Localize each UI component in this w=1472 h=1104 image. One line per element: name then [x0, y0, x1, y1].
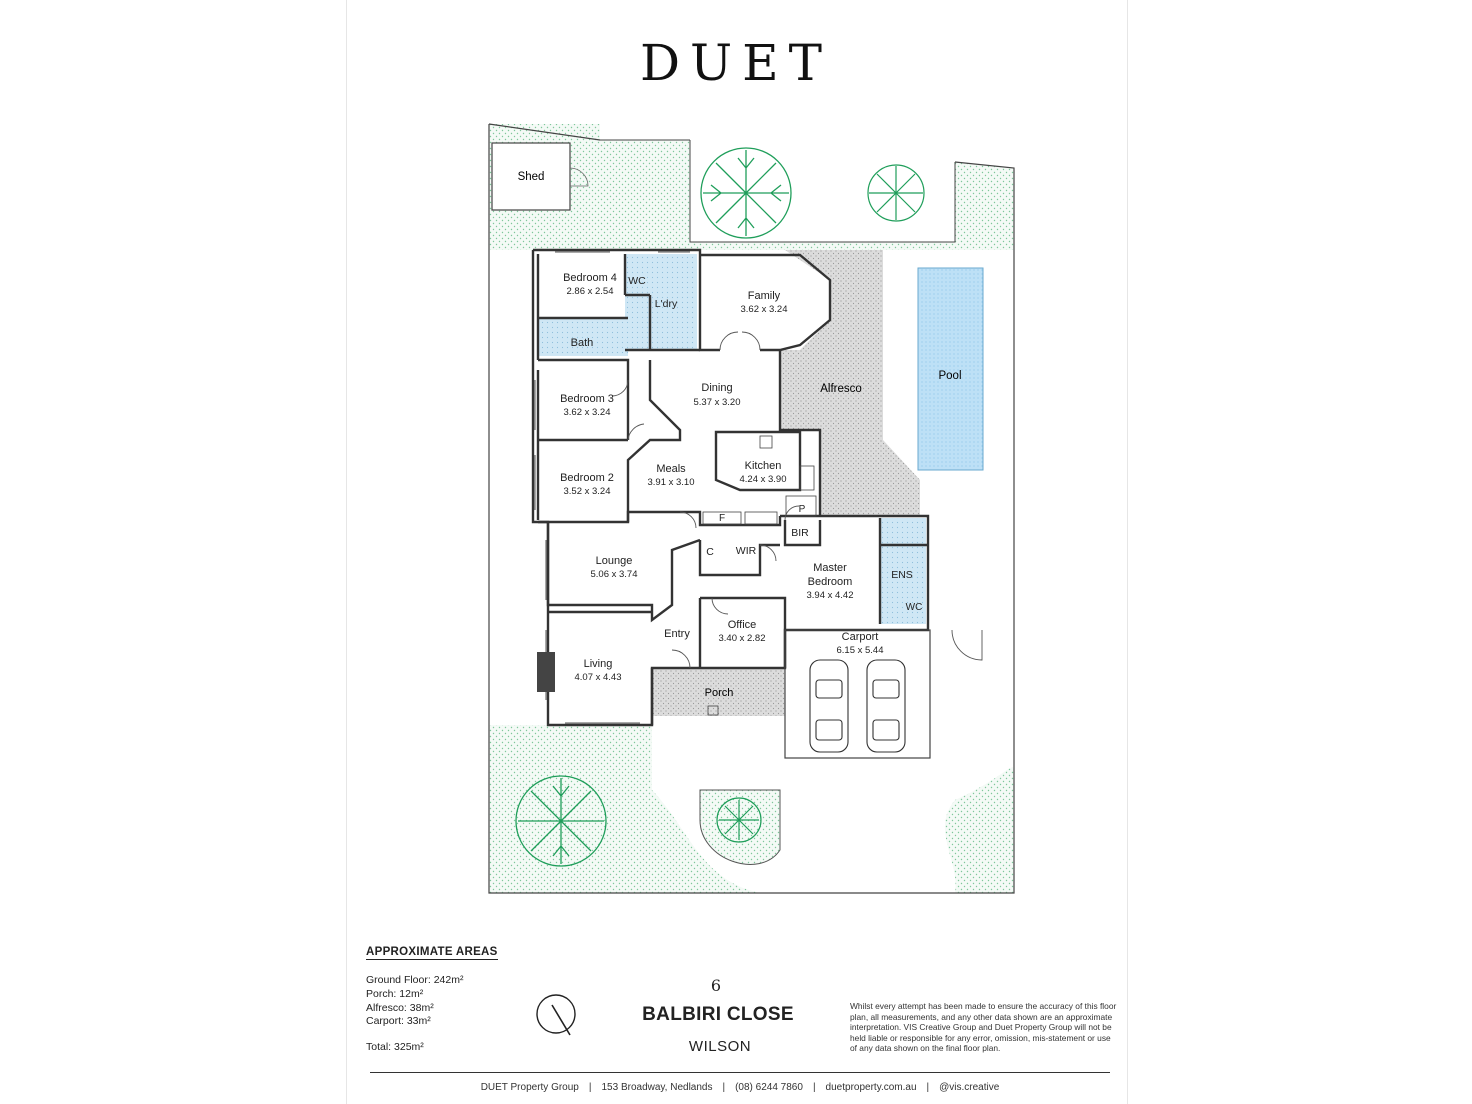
room-dims-kitchen: 4.24 x 3.90	[739, 474, 786, 485]
room-dims-dining: 5.37 x 3.20	[693, 397, 740, 408]
carport-outline	[784, 629, 931, 759]
room-label-dining: Dining	[701, 382, 732, 394]
tree-icon	[867, 164, 925, 222]
room-dims-office: 3.40 x 2.82	[718, 633, 765, 644]
footer: DUET Property Group|153 Broadway, Nedlan…	[480, 1082, 1000, 1093]
car-icon	[809, 659, 849, 753]
tree-icon	[700, 147, 792, 239]
room-label-bir: BIR	[791, 527, 809, 539]
car-icon	[866, 659, 906, 753]
north-compass-icon	[536, 994, 576, 1036]
area-carport: Carport: 33m²	[366, 1015, 431, 1027]
room-label-laundry: L'dry	[655, 298, 678, 310]
room-label-family: Family	[748, 290, 781, 302]
room-label-master-1: Master	[813, 562, 847, 574]
room-label-bedroom4: Bedroom 4	[563, 272, 617, 284]
room-dims-meals: 3.91 x 3.10	[647, 477, 694, 488]
footer-website-link[interactable]: duetproperty.com.au	[825, 1082, 917, 1093]
brand-logo: DUET	[639, 34, 833, 92]
room-label-alfresco: Alfresco	[820, 383, 862, 395]
fireplace	[537, 652, 555, 692]
area-total: Total: 325m²	[366, 1041, 424, 1053]
pool	[917, 267, 984, 471]
alfresco-paving	[780, 250, 920, 515]
room-label-lounge: Lounge	[596, 555, 633, 567]
room-label-wc: WC	[628, 275, 646, 287]
room-label-entry: Entry	[664, 628, 690, 640]
address-suburb: WILSON	[688, 1038, 752, 1055]
room-label-pantry: P	[799, 504, 806, 515]
room-label-bedroom3: Bedroom 3	[560, 393, 614, 405]
shed	[491, 142, 589, 211]
room-label-shed: Shed	[518, 171, 545, 183]
wet-areas	[538, 254, 926, 624]
room-label-fridge: F	[719, 513, 725, 524]
address-street: BALBIRI CLOSE	[642, 1004, 794, 1025]
room-dims-bedroom3: 3.62 x 3.24	[563, 407, 610, 418]
room-label-cupboard: C	[706, 546, 714, 558]
room-label-carport: Carport	[842, 631, 879, 643]
room-label-ensuite: ENS	[891, 569, 913, 581]
room-label-kitchen: Kitchen	[745, 460, 782, 472]
room-dims-bedroom2: 3.52 x 3.24	[563, 486, 610, 497]
areas-title: APPROXIMATE AREAS	[366, 946, 498, 960]
footer-address: 153 Broadway, Nedlands	[601, 1082, 713, 1093]
room-label-pool: Pool	[938, 370, 961, 382]
footer-phone[interactable]: (08) 6244 7860	[735, 1082, 803, 1093]
room-dims-family: 3.62 x 3.24	[740, 304, 787, 315]
room-dims-master: 3.94 x 4.42	[806, 590, 853, 601]
footer-credit-link[interactable]: @vis.creative	[939, 1082, 1000, 1093]
room-label-meals: Meals	[656, 463, 686, 475]
room-label-office: Office	[728, 619, 757, 631]
garden-areas	[488, 123, 1015, 894]
footer-company: DUET Property Group	[480, 1082, 579, 1093]
room-label-living: Living	[584, 658, 613, 670]
room-label-master-2: Bedroom	[808, 576, 853, 588]
room-dims-living: 4.07 x 4.43	[574, 672, 621, 683]
area-porch: Porch: 12m²	[366, 988, 424, 1000]
room-label-bath: Bath	[571, 337, 594, 349]
area-ground-floor: Ground Floor: 242m²	[366, 974, 464, 986]
porch-paving	[652, 668, 785, 716]
area-alfresco: Alfresco: 38m²	[366, 1002, 434, 1014]
room-label-wc2: WC	[906, 602, 923, 613]
room-dims-carport: 6.15 x 5.44	[836, 645, 883, 656]
room-dims-bedroom4: 2.86 x 2.54	[566, 286, 613, 297]
door-swings	[611, 331, 983, 669]
room-label-porch: Porch	[705, 687, 734, 699]
room-label-bedroom2: Bedroom 2	[560, 472, 614, 484]
room-dims-lounge: 5.06 x 3.74	[590, 569, 637, 580]
tree-icon	[716, 797, 762, 843]
kitchen-fixtures	[702, 435, 817, 525]
tree-icon	[515, 775, 607, 867]
address-number: 6	[710, 976, 722, 995]
disclaimer-text: Whilst every attempt has been made to en…	[850, 1001, 1117, 1054]
footer-divider	[370, 1072, 1110, 1073]
room-label-wir: WIR	[736, 545, 757, 557]
